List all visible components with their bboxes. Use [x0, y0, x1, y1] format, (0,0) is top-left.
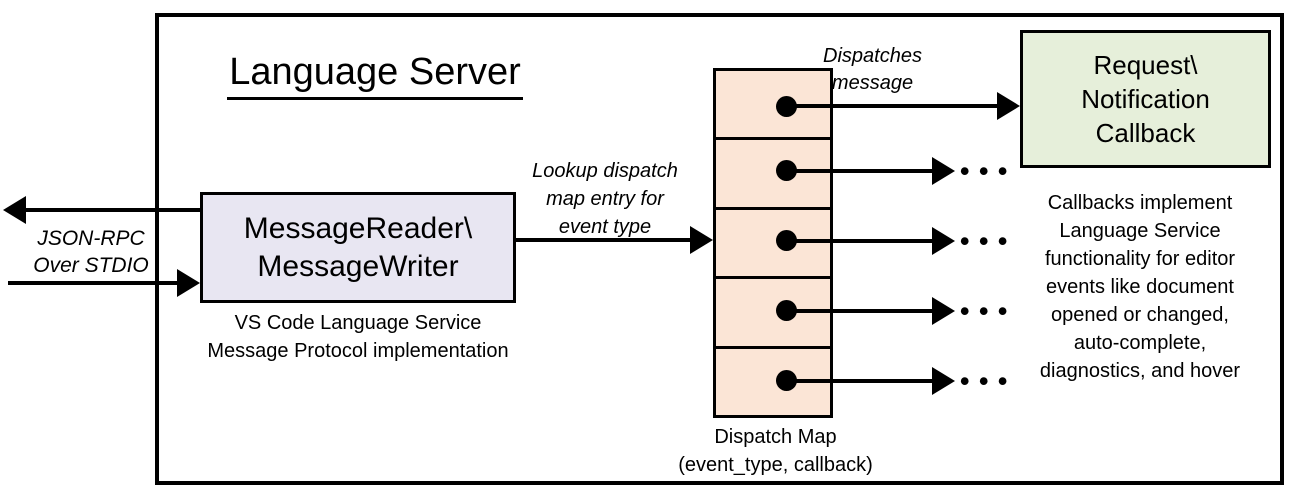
lookup-line-3: event type — [558, 216, 652, 238]
callbacks-note-line: Language Service — [1059, 220, 1221, 242]
dispatch-arrowhead-2 — [932, 157, 955, 185]
dispatch-map-caption-line-2: (event_type, callback) — [678, 454, 873, 476]
dispatch-arrow-line-2 — [786, 169, 933, 173]
dispatch-arrow-line-1 — [786, 104, 1000, 108]
dispatch-arrow-line-3 — [786, 239, 933, 243]
dispatches-line-1: Dispatches — [823, 45, 922, 67]
stdio-in-arrow-line — [8, 281, 178, 285]
dispatch-arrowhead-3 — [932, 227, 955, 255]
json-rpc-label: JSON-RPC Over STDIO — [15, 225, 167, 279]
dispatch-map — [713, 68, 833, 418]
ellipsis-icon: • • • — [960, 156, 1009, 186]
message-reader-caption: VS Code Language Service Message Protoco… — [178, 309, 538, 365]
lookup-line-1: Lookup dispatch — [532, 160, 678, 182]
lookup-line-2: map entry for — [546, 188, 664, 210]
dispatch-arrowhead-5 — [932, 367, 955, 395]
callback-box-line-1: Request\ — [1093, 50, 1198, 80]
callbacks-note: Callbacks implement Language Service fun… — [998, 189, 1282, 385]
message-reader-line: MessageReader\ — [243, 211, 473, 245]
stdio-in-arrowhead — [177, 269, 200, 297]
dispatch-arrowhead-1 — [997, 92, 1020, 120]
lookup-dispatch-label: Lookup dispatch map entry for event type — [505, 157, 705, 241]
dispatch-map-caption: Dispatch Map (event_type, callback) — [653, 423, 898, 479]
callback-box-line-3: Callback — [1095, 118, 1196, 148]
callbacks-note-line: opened or changed, — [1051, 304, 1229, 326]
stdio-out-arrow-line — [20, 208, 200, 212]
dispatch-arrow-line-5 — [786, 379, 933, 383]
dispatches-line-2: message — [831, 72, 914, 94]
stdio-out-arrowhead — [3, 196, 26, 224]
language-server-outer-box — [155, 13, 1284, 485]
dispatch-map-cell — [716, 210, 830, 280]
json-rpc-line-2: Over STDIO — [33, 254, 149, 277]
dispatches-message-label: Dispatches message — [795, 43, 950, 97]
page-title-text: Language Server — [227, 48, 523, 100]
dispatch-map-cell — [716, 279, 830, 349]
ellipsis-icon: • • • — [960, 296, 1009, 326]
dispatch-arrowhead-4 — [932, 297, 955, 325]
lookup-arrow-line — [516, 238, 692, 242]
dispatch-map-caption-line-1: Dispatch Map — [714, 426, 837, 448]
callbacks-note-line: functionality for editor — [1044, 248, 1236, 270]
request-notification-callback-box: Request\ Notification Callback — [1020, 30, 1271, 168]
callbacks-note-line: Callbacks implement — [1047, 192, 1233, 214]
ellipsis-icon: • • • — [960, 226, 1009, 256]
message-writer-line: MessageWriter — [257, 249, 459, 283]
callbacks-note-line: events like document — [1046, 276, 1234, 298]
lookup-arrowhead — [690, 226, 713, 254]
callbacks-note-line: diagnostics, and hover — [1039, 360, 1241, 382]
dispatch-arrow-line-4 — [786, 309, 933, 313]
callback-box-line-2: Notification — [1081, 84, 1210, 114]
dispatch-map-cell — [716, 71, 830, 141]
ellipsis-icon: • • • — [960, 366, 1009, 396]
json-rpc-line-1: JSON-RPC — [37, 227, 145, 250]
caption-line-1: VS Code Language Service — [234, 312, 482, 334]
caption-line-2: Message Protocol implementation — [207, 340, 509, 362]
message-reader-writer-box: MessageReader\ MessageWriter — [200, 192, 516, 303]
page-title: Language Server — [205, 48, 545, 100]
dispatch-map-cell — [716, 140, 830, 210]
callbacks-note-line: auto-complete, — [1073, 332, 1207, 354]
